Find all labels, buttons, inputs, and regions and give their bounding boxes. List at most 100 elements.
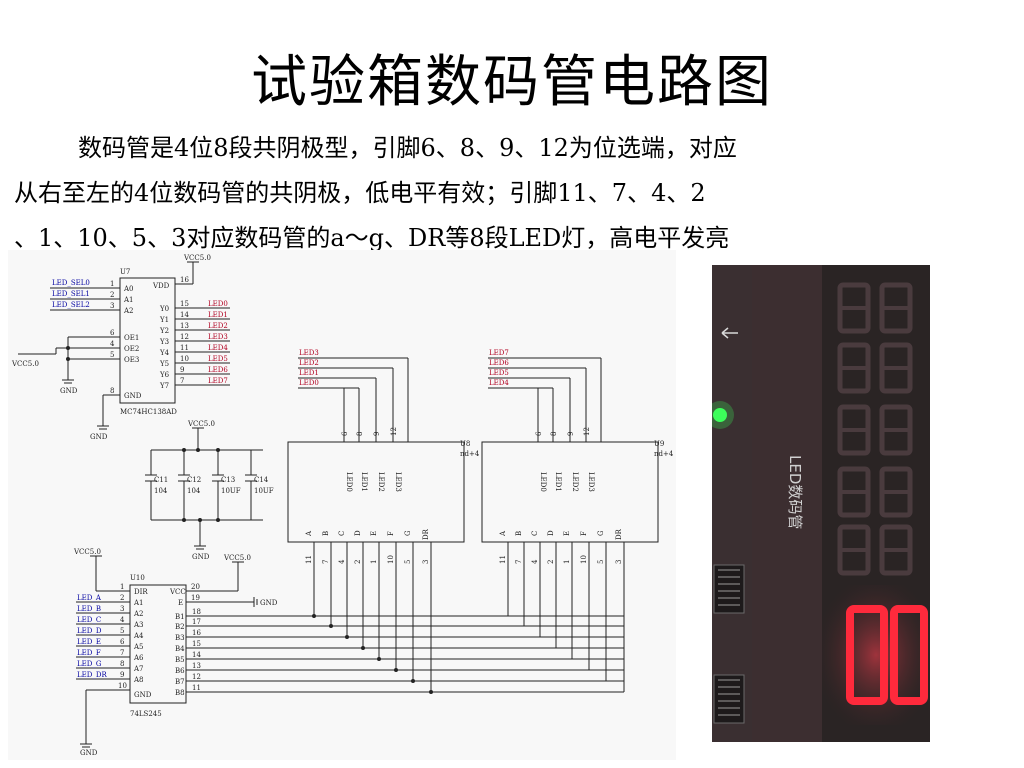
slide-title: 试验箱数码管电路图 — [251, 50, 773, 115]
u10-a-net: LED_D — [77, 627, 102, 635]
vcc-label: VCC5.0 — [187, 420, 215, 428]
u10-pin-name: A6 — [133, 654, 144, 662]
u10-pin-name: B1 — [175, 613, 185, 621]
lit-digits — [846, 605, 928, 705]
u9-pin-name: A — [499, 530, 507, 537]
u8-net: LED3 — [299, 349, 319, 357]
u8-pin-name: A — [305, 530, 313, 537]
u10-pin-name: A5 — [133, 643, 144, 651]
u8-ref: U8 — [460, 440, 470, 448]
u8-top-pins: 6 8 9 12 LED0 LED1 LED2 LED3 — [341, 427, 402, 492]
u8-pin: 1 — [370, 560, 378, 564]
u7-pin-name: Y7 — [159, 382, 169, 390]
u8-pin: 9 — [373, 432, 381, 436]
u9-body — [481, 441, 659, 543]
u7-pin: 11 — [180, 344, 189, 352]
u8-pin: 8 — [356, 432, 364, 436]
u7-pin-name: A0 — [123, 285, 134, 293]
u8-ref-suffix: nd+4 — [460, 450, 480, 458]
u8-pin: 11 — [305, 555, 313, 564]
cap-ref: C11 — [154, 476, 168, 484]
u9-pin: 12 — [583, 427, 591, 436]
u7-pin-name: OE3 — [124, 356, 139, 364]
u7-out-net: LED7 — [208, 377, 228, 385]
gnd-label: GND — [60, 387, 78, 395]
u8-pin: 7 — [322, 560, 330, 564]
u10-a-net: LED_A — [77, 594, 102, 602]
u8-pin: 3 — [422, 560, 430, 564]
u8-pin: 10 — [387, 555, 395, 564]
u8-pin: 5 — [404, 560, 412, 564]
u10-a-lines — [76, 601, 130, 680]
u7-out-net: LED4 — [208, 344, 228, 352]
u7-pin-name: Y2 — [159, 327, 169, 335]
u9-ref-suffix: nd+4 — [654, 450, 674, 458]
u7-pin-name: Y4 — [159, 349, 170, 357]
u7-pin-name: A1 — [123, 296, 134, 304]
u10-pin-name: GND — [134, 691, 152, 699]
u8-pin-name: E — [370, 531, 378, 536]
u9-net: LED5 — [489, 369, 509, 377]
cap-value: 104 — [187, 487, 201, 495]
cap-ref: C13 — [221, 476, 235, 484]
cap-value: 10UF — [221, 487, 241, 495]
ic-component — [713, 564, 745, 614]
u10-pin: 2 — [120, 594, 124, 602]
board-edge — [712, 265, 752, 742]
gnd-label: GND — [192, 553, 210, 561]
u9-pin: 2 — [547, 560, 555, 564]
paragraph-line: 数码管是4位8段共阴极型，引脚6、8、9、12为位选端，对应 — [78, 134, 737, 162]
u10-pin-name: B3 — [175, 634, 185, 642]
u7-pin: 16 — [180, 276, 189, 284]
vcc-label: VCC5.0 — [11, 360, 39, 368]
u9-ref: U9 — [654, 440, 664, 448]
u9-pin: 3 — [615, 560, 623, 564]
u7-pin-name: Y1 — [159, 316, 169, 324]
u7-pin: 2 — [110, 291, 114, 299]
u9-pin-name: G — [597, 530, 605, 536]
u7-pin-name: GND — [124, 392, 142, 400]
u9-pin: 11 — [499, 555, 507, 564]
u10-pin-name: B6 — [175, 667, 185, 675]
u10-a-net: LED_DR — [77, 671, 107, 679]
u9-pin: 7 — [515, 560, 523, 564]
u7-pin: 15 — [180, 300, 189, 308]
u8-pin-name: LED1 — [360, 472, 368, 492]
u10-pin: 12 — [192, 673, 201, 681]
u7-pin-name: Y6 — [159, 371, 170, 379]
u7-out-net: LED0 — [208, 300, 228, 308]
u7-out-net: LED1 — [208, 311, 228, 319]
u10-a-net: LED_G — [77, 660, 102, 668]
ic-pins — [718, 569, 740, 716]
u9-pin-name: LED2 — [571, 472, 579, 492]
u8-pin: 2 — [354, 560, 362, 564]
u8-pin: 4 — [338, 559, 346, 564]
u10-pin: 19 — [191, 594, 200, 602]
u10-pin-name: A3 — [133, 621, 144, 629]
u10-pin: 20 — [191, 583, 200, 591]
u10-pin-name: A4 — [133, 632, 144, 640]
u9-pin-name: LED1 — [554, 472, 562, 492]
u7-out-net: LED6 — [208, 366, 228, 374]
u7-in-net: LED_SEL0 — [52, 279, 90, 287]
u7-pin: 6 — [110, 329, 115, 337]
u8-net: LED0 — [299, 379, 319, 387]
u10-part: 74LS245 — [130, 710, 162, 718]
u9-net: LED6 — [489, 359, 509, 367]
u7-pin: 14 — [180, 311, 189, 319]
u10-pin: 8 — [120, 660, 124, 668]
u10-a-net: LED_E — [77, 638, 101, 646]
u10-pin-name: B7 — [175, 678, 185, 686]
u10-pin: 1 — [120, 583, 124, 591]
u7-in-net: LED_SEL2 — [52, 301, 90, 309]
u10-ref: U10 — [130, 574, 145, 582]
u10-pin: 7 — [120, 649, 124, 657]
u10-pin: 13 — [192, 662, 201, 670]
u7-out-net: LED5 — [208, 355, 228, 363]
vcc-label: VCC5.0 — [223, 554, 251, 562]
u9-pin-name: LED3 — [587, 472, 595, 492]
u7-pin-name: A2 — [123, 307, 134, 315]
u7-pin: 3 — [110, 302, 114, 310]
u9-pin-name: F — [580, 531, 588, 536]
board-strip — [752, 265, 822, 742]
